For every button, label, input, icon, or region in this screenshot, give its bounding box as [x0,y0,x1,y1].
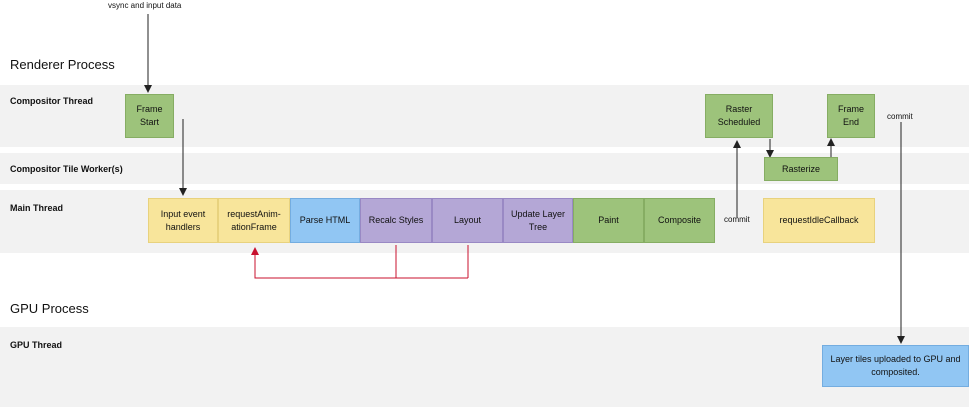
feedback-arrow [255,245,469,279]
gpu-thread-label: GPU Thread [10,340,63,350]
paint-box: Paint [573,198,644,243]
commit-note-right: commit [887,112,913,121]
frame-start-box: Frame Start [125,94,174,138]
layer-tiles-box: Layer tiles uploaded to GPU and composit… [822,345,969,387]
frame-end-box: Frame End [827,94,875,138]
idle-callback-box: requestIdleCallback [763,198,875,243]
renderer-process-label: Renderer Process [10,57,115,72]
composite-box: Composite [644,198,715,243]
raf-box: requestAnim­ationFrame [218,198,290,243]
commit-note-main: commit [724,215,750,224]
gpu-process-label: GPU Process [10,301,89,316]
compositor-thread-label: Compositor Thread [10,96,94,106]
layout-box: Layout [432,198,503,243]
input-handlers-box: Input event handlers [148,198,218,243]
gpu-thread-lane [0,327,969,407]
rasterize-box: Rasterize [764,157,838,181]
parse-html-box: Parse HTML [290,198,360,243]
raster-scheduled-box: Raster Scheduled [705,94,773,138]
update-layer-tree-box: Update Layer Tree [503,198,573,243]
vsync-note: vsync and input data [108,1,182,10]
recalc-styles-box: Recalc Styles [360,198,432,243]
main-thread-label: Main Thread [10,203,64,213]
tile-worker-label: Compositor Tile Worker(s) [10,164,123,174]
